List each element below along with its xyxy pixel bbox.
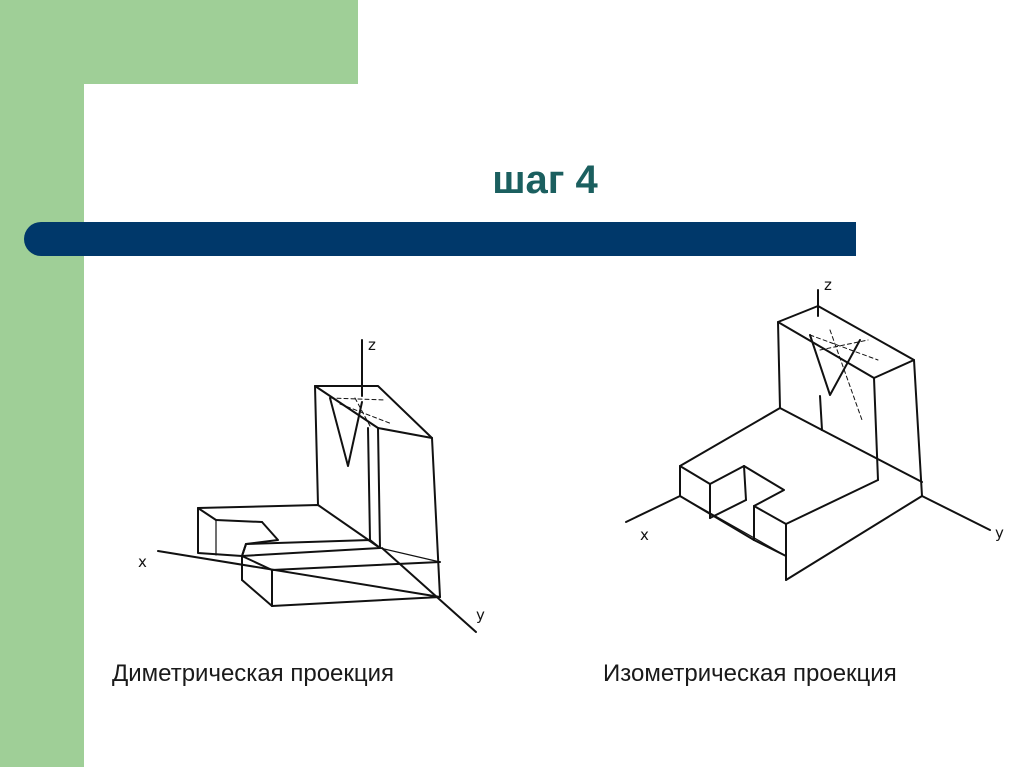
rounded-corner: [84, 84, 204, 204]
isometric-z-label: z: [824, 276, 832, 294]
dimetric-y-label: y: [476, 606, 485, 624]
dimetric-projection-drawing: x y z: [138, 336, 485, 633]
slide-title: шаг 4: [492, 158, 598, 202]
dimetric-wall-back-top: [314, 385, 433, 439]
isometric-projection-drawing: x y z: [625, 276, 1004, 581]
isometric-x-axis: [625, 495, 681, 523]
caption-dimetric: Диметрическая проекция: [112, 660, 395, 687]
green-panel-left: [0, 0, 84, 767]
isometric-y-axis: [921, 495, 991, 531]
dimetric-x-label: x: [138, 553, 147, 571]
caption-isometric: Изометрическая проекция: [603, 660, 897, 687]
isometric-y-label: y: [995, 524, 1004, 542]
dimetric-y-axis: [381, 547, 477, 633]
isometric-x-label: x: [640, 526, 649, 544]
dimetric-z-label: z: [368, 336, 376, 354]
dimetric-x-axis: [157, 550, 441, 598]
title-bar: [24, 222, 856, 256]
